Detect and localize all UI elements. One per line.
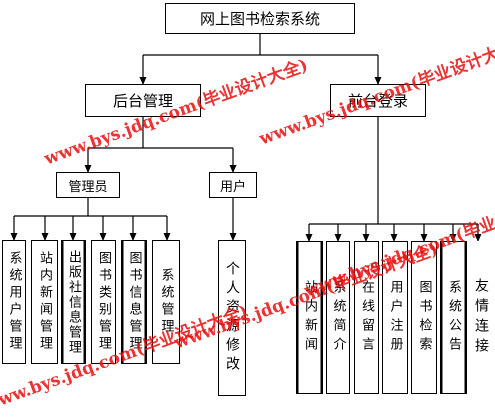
front-item-label: 友情连接 bbox=[473, 277, 489, 358]
admin-item-system-users: 系统用户管理 bbox=[2, 240, 26, 364]
admin-item-label: 图书信息管理 bbox=[126, 251, 142, 353]
front-item-announcement: 系统公告 bbox=[440, 241, 467, 394]
front-item-label: 站内新闻 bbox=[302, 279, 317, 356]
admin-item-book-info: 图书信息管理 bbox=[121, 240, 147, 364]
frontend-node-label: 前台登录 bbox=[347, 92, 408, 110]
front-item-label: 用户注册 bbox=[387, 279, 403, 356]
front-item-search: 图书检索 bbox=[411, 241, 437, 394]
admin-item-label: 系统管理 bbox=[158, 268, 174, 336]
root-node: 网上图书检索系统 bbox=[165, 3, 355, 34]
front-item-guestbook: 在线留言 bbox=[354, 241, 379, 394]
front-item-links: 友情连接 bbox=[468, 241, 494, 394]
admin-item-label: 图书类别管理 bbox=[96, 251, 111, 353]
admin-item-publishers: 出版社信息管理 bbox=[61, 240, 86, 364]
admin-item-label: 出版社信息管理 bbox=[66, 249, 81, 355]
admin-item-label: 系统用户管理 bbox=[6, 251, 22, 353]
front-item-intro: 系统简介 bbox=[326, 241, 350, 394]
admin-node: 管理员 bbox=[56, 172, 120, 198]
root-node-label: 网上图书检索系统 bbox=[199, 10, 320, 28]
admin-item-label: 站内新闻管理 bbox=[37, 251, 52, 353]
front-item-label: 在线留言 bbox=[359, 279, 374, 356]
front-item-label: 系统简介 bbox=[330, 279, 346, 356]
backend-node-label: 后台管理 bbox=[112, 92, 173, 110]
user-item-profile-edit: 个人资源修改 bbox=[218, 240, 246, 396]
front-item-news: 站内新闻 bbox=[296, 241, 323, 394]
user-node: 用户 bbox=[209, 172, 257, 198]
admin-item-news: 站内新闻管理 bbox=[31, 240, 58, 364]
backend-node: 后台管理 bbox=[85, 84, 201, 117]
admin-item-system-management: 系统管理 bbox=[152, 240, 180, 364]
user-item-label: 个人资源修改 bbox=[224, 261, 240, 375]
admin-node-label: 管理员 bbox=[68, 179, 108, 195]
front-item-label: 图书检索 bbox=[416, 279, 432, 356]
user-node-label: 用户 bbox=[219, 179, 246, 195]
frontend-node: 前台登录 bbox=[330, 84, 426, 117]
front-item-label: 系统公告 bbox=[446, 279, 461, 356]
front-item-register: 用户注册 bbox=[382, 241, 408, 394]
admin-item-book-categories: 图书类别管理 bbox=[91, 240, 116, 364]
